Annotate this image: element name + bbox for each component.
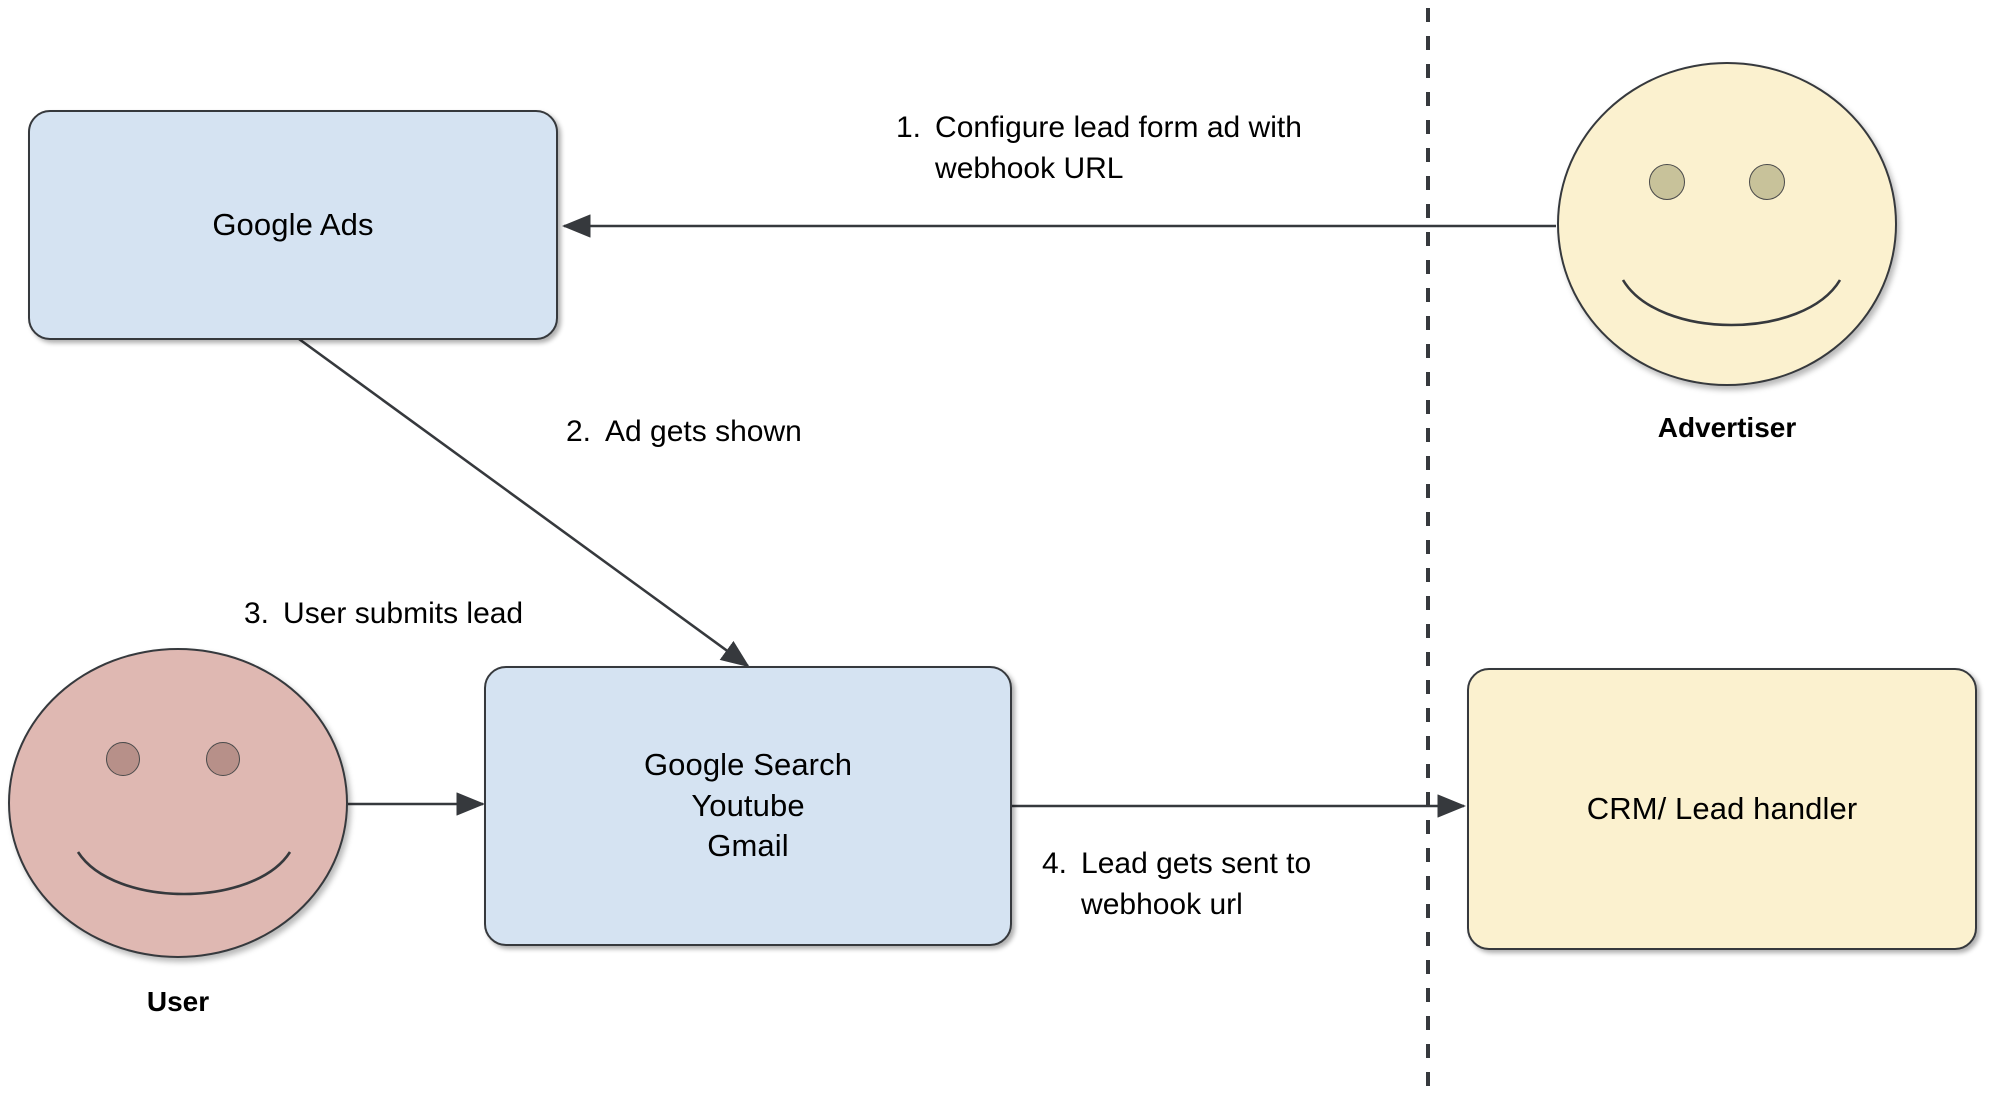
node-google-properties-label: Google Search Youtube Gmail (643, 746, 853, 864)
edge-2-text: Ad gets shown (605, 415, 802, 448)
node-google-properties[interactable]: Google Search Youtube Gmail (484, 666, 1012, 946)
node-google-ads[interactable]: Google Ads (28, 110, 558, 340)
actor-user[interactable] (8, 648, 348, 958)
user-right-eye-icon (206, 742, 240, 776)
node-google-ads-label: Google Ads (212, 206, 374, 242)
edge-3-text: User submits lead (283, 597, 524, 630)
edge-4-number: 4. (1042, 847, 1068, 880)
actor-user-label: User (146, 986, 210, 1017)
advertiser-right-eye-icon (1749, 164, 1785, 200)
actor-advertiser-label: Advertiser (1657, 412, 1797, 443)
advertiser-smile-icon (1621, 279, 1842, 327)
edge-3-label: 3. User submits lead (244, 594, 584, 635)
edge-3-number: 3. (244, 597, 270, 630)
edge-1-label: 1. Configure lead form ad with webhook U… (896, 108, 1396, 189)
advertiser-left-eye-icon (1649, 164, 1685, 200)
user-left-eye-icon (106, 742, 140, 776)
node-crm-label: CRM/ Lead handler (1586, 790, 1858, 826)
user-smile-icon (76, 851, 292, 896)
edge-4-label: 4. Lead gets sent to webhook url (1042, 844, 1402, 925)
edge-2-label: 2. Ad gets shown (566, 412, 906, 453)
actor-advertiser[interactable] (1557, 62, 1897, 386)
edge-4-text: Lead gets sent to webhook url (1081, 847, 1312, 921)
node-crm[interactable]: CRM/ Lead handler (1467, 668, 1977, 950)
edge-1-number: 1. (896, 111, 922, 144)
edge-1-text: Configure lead form ad with webhook URL (935, 111, 1302, 185)
edge-2-number: 2. (566, 415, 592, 448)
